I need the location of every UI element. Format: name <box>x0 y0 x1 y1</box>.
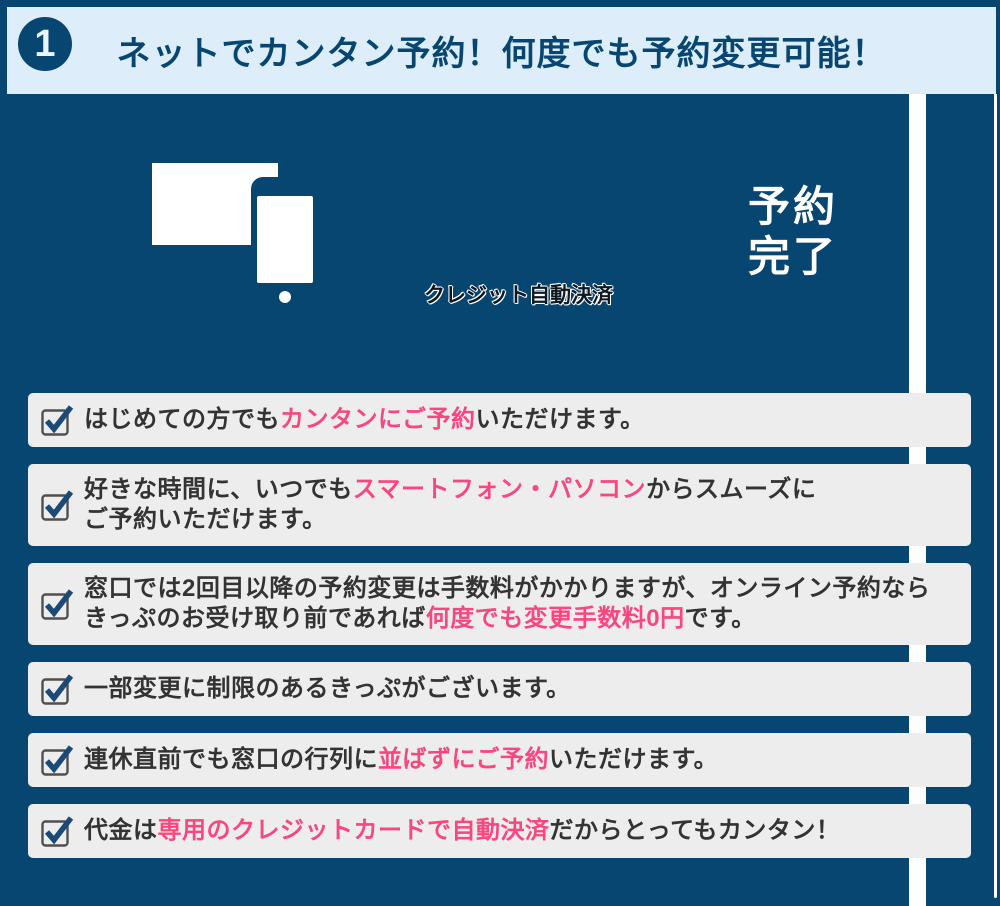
benefits-checklist: はじめての方でもカンタンにご予約いただけます。 好きな時間に、いつでもスマートフ… <box>28 393 971 875</box>
checkbox-checked-icon <box>41 490 74 521</box>
checklist-item-text: 好きな時間に、いつでもスマートフォン・パソコンからスムーズにご予約いただけます。 <box>84 464 816 546</box>
text-segment: 代金は <box>84 817 158 844</box>
text-segment: ご予約いただけます。 <box>84 506 327 533</box>
checklist-item: 連休直前でも窓口の行列に並ばずにご予約いただけます。 <box>28 733 971 787</box>
step-title: ネットでカンタン予約！何度でも予約変更可能！ <box>116 35 887 73</box>
step-number-badge: 1 <box>18 17 72 71</box>
checklist-item: 窓口では2回目以降の予約変更は手数料がかかりますが、オンライン予約ならきっぷのお… <box>28 563 971 645</box>
text-segment: いただけます。 <box>549 746 719 773</box>
reservation-complete-label: 予約 完了 <box>748 182 838 282</box>
status-line-2: 完了 <box>748 233 839 280</box>
checklist-item: 一部変更に制限のあるきっぷがございます。 <box>28 662 971 716</box>
text-segment: です。 <box>684 605 756 632</box>
checklist-item: はじめての方でもカンタンにご予約いただけます。 <box>28 393 971 447</box>
checklist-item-text: 代金は専用のクレジットカードで自動決済だからとってもカンタン！ <box>84 805 840 857</box>
smartphone-screen <box>257 196 313 283</box>
step-number: 1 <box>34 22 56 65</box>
step-header: 1 ネットでカンタン予約！何度でも予約変更可能！ <box>7 7 996 94</box>
checklist-text-line: 好きな時間に、いつでもスマートフォン・パソコンからスムーズに <box>84 475 816 505</box>
text-segment: はじめての方でも <box>84 406 280 433</box>
text-segment: 一部変更に制限のあるきっぷがございます。 <box>84 675 571 702</box>
text-segment: いただけます。 <box>475 406 645 433</box>
checklist-text-line: きっぷのお受け取り前であれば何度でも変更手数料0円です。 <box>84 604 930 634</box>
highlight-text-segment: 並ばずにご予約 <box>378 746 550 773</box>
text-segment: からスムーズに <box>646 476 817 503</box>
checklist-item-text: はじめての方でもカンタンにご予約いただけます。 <box>84 394 645 446</box>
text-segment: だからとってもカンタン！ <box>549 817 841 844</box>
smartphone-icon <box>251 177 319 310</box>
checkbox-checked-icon <box>41 745 74 776</box>
checkbox-checked-icon <box>41 674 74 705</box>
text-segment: 連休直前でも窓口の行列に <box>84 746 378 773</box>
right-edge-divider <box>994 94 997 898</box>
checklist-item-text: 連休直前でも窓口の行列に並ばずにご予約いただけます。 <box>84 734 718 786</box>
highlight-text-segment: カンタンにご予約 <box>280 406 476 433</box>
checklist-text-line: はじめての方でもカンタンにご予約いただけます。 <box>84 405 645 435</box>
checklist-text-line: 代金は専用のクレジットカードで自動決済だからとってもカンタン！ <box>84 816 840 846</box>
smartphone-home-button <box>279 291 291 303</box>
checkbox-checked-icon <box>41 589 74 620</box>
checkbox-checked-icon <box>41 816 74 847</box>
highlight-text-segment: スマートフォン・パソコン <box>352 476 647 503</box>
status-line-1: 予約 <box>748 183 839 230</box>
highlight-text-segment: 何度でも変更手数料0円 <box>425 605 685 632</box>
checklist-text-line: ご予約いただけます。 <box>84 505 816 535</box>
checklist-item: 好きな時間に、いつでもスマートフォン・パソコンからスムーズにご予約いただけます。 <box>28 464 971 546</box>
checklist-item-text: 窓口では2回目以降の予約変更は手数料がかかりますが、オンライン予約ならきっぷのお… <box>84 563 930 645</box>
text-segment: きっぷのお受け取り前であれば <box>84 605 426 632</box>
checkbox-checked-icon <box>41 405 74 436</box>
checklist-text-line: 一部変更に制限のあるきっぷがございます。 <box>84 674 571 704</box>
text-segment: 窓口では2回目以降の予約変更は手数料がかかりますが、オンライン予約なら <box>84 575 931 602</box>
checklist-text-line: 窓口では2回目以降の予約変更は手数料がかかりますが、オンライン予約なら <box>84 574 930 604</box>
checklist-item-text: 一部変更に制限のあるきっぷがございます。 <box>84 663 571 715</box>
credit-auto-payment-caption: クレジット自動決済 <box>424 284 613 307</box>
checklist-text-line: 連休直前でも窓口の行列に並ばずにご予約いただけます。 <box>84 745 718 775</box>
text-segment: 好きな時間に、いつでも <box>84 476 353 503</box>
highlight-text-segment: 専用のクレジットカードで自動決済 <box>157 817 550 844</box>
checklist-item: 代金は専用のクレジットカードで自動決済だからとってもカンタン！ <box>28 804 971 858</box>
